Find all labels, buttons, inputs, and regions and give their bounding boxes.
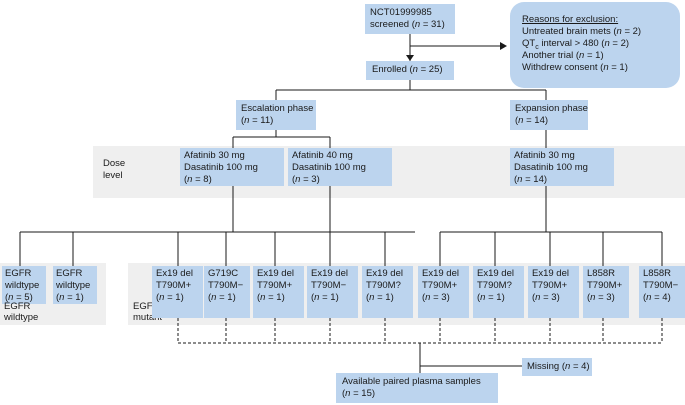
mutant-box: G719C T790M− (n = 1) xyxy=(204,266,250,318)
label-line: wildtype xyxy=(4,312,39,323)
dose-line: Afatinib 30 mg xyxy=(514,150,575,161)
exclusion-reason: Withdrew consent (n = 1) xyxy=(522,62,628,73)
available-count: (n = 15) xyxy=(342,388,376,399)
genotype-line: wildtype xyxy=(5,280,40,291)
exclusion-arrowhead xyxy=(500,42,507,50)
screened-box: NCT01999985 screened (n = 31) xyxy=(365,4,455,34)
label-line: EGFR xyxy=(133,301,160,312)
escalation-phase-box: Escalation phase (n = 11) xyxy=(236,100,316,130)
exclusion-reason: Another trial (n = 1) xyxy=(522,50,604,61)
genotype-line: Ex19 del xyxy=(477,268,514,279)
dose3-branches xyxy=(439,186,663,266)
escalation-split xyxy=(232,130,331,148)
mutant-box: Ex19 del T790M+ (n = 1) xyxy=(253,266,304,318)
genotype-line: Ex19 del xyxy=(257,268,294,279)
genotype-count: (n = 3) xyxy=(422,292,450,303)
genotype-count: (n = 3) xyxy=(532,292,560,303)
genotype-line: Ex19 del xyxy=(532,268,569,279)
genotype-count: (n = 1) xyxy=(477,292,505,303)
mutant-box: Ex19 del T790M+ (n = 1) xyxy=(152,266,203,318)
mutant-box: Ex19 del T790M− (n = 1) xyxy=(307,266,358,318)
genotype-line: T790M+ xyxy=(156,280,192,291)
label-line: Dose xyxy=(103,158,126,169)
dose-line: Afatinib 40 mg xyxy=(292,150,353,161)
genotype-count: (n = 1) xyxy=(56,292,84,303)
genotype-line: T790M− xyxy=(208,280,244,291)
enrolled-split xyxy=(275,80,547,100)
phase-title: Expansion phase xyxy=(515,103,588,114)
genotype-line: G719C xyxy=(208,268,239,279)
egfr-wildtype-box: EGFR wildtype (n = 5) xyxy=(2,266,46,304)
expansion-phase-box: Expansion phase (n = 14) xyxy=(510,100,588,130)
missing-box: Missing (n = 4) xyxy=(522,358,592,376)
dose-line: Dasatinib 100 mg xyxy=(184,162,258,173)
genotype-count: (n = 1) xyxy=(156,292,184,303)
genotype-line: wildtype xyxy=(56,280,91,291)
label-line: mutant xyxy=(133,312,163,323)
genotype-line: L858R xyxy=(587,268,615,279)
genotype-line: T790M+ xyxy=(422,280,458,291)
genotype-line: EGFR xyxy=(56,268,83,279)
phase-title: Escalation phase xyxy=(241,103,314,114)
mutant-dashed-collector xyxy=(177,318,663,344)
genotype-count: (n = 3) xyxy=(587,292,615,303)
genotype-line: T790M+ xyxy=(587,280,623,291)
dose-box-afatinib40-escalation: Afatinib 40 mg Dasatinib 100 mg (n = 3) xyxy=(288,148,392,186)
mutant-box: L858R T790M− (n = 4) xyxy=(639,266,685,318)
mutant-box: Ex19 del T790M? (n = 1) xyxy=(362,266,413,318)
genotype-count: (n = 1) xyxy=(311,292,339,303)
genotype-count: (n = 1) xyxy=(208,292,236,303)
exclusion-reason: Untreated brain mets (n = 2) xyxy=(522,26,642,37)
exclusion-reason: QTc interval > 480 (n = 2) xyxy=(522,38,630,51)
available-samples-box: Available paired plasma samples (n = 15) xyxy=(336,373,498,403)
enrolled-arrowhead xyxy=(406,55,414,61)
dose-level-label: Dose level xyxy=(103,158,125,182)
label-line: EGFR xyxy=(4,301,31,312)
phase-count: (n = 14) xyxy=(515,115,549,126)
egfr-wildtype-label: EGFR wildtype xyxy=(4,301,38,323)
genotype-count: (n = 4) xyxy=(643,292,671,303)
genotype-line: T790M+ xyxy=(532,280,568,291)
dose-count: (n = 3) xyxy=(292,174,320,185)
genotype-line: EGFR xyxy=(5,268,32,279)
genotype-line: Ex19 del xyxy=(156,268,193,279)
enrolled-box: Enrolled (n = 25) xyxy=(366,61,454,80)
dose1-branches xyxy=(19,186,415,266)
genotype-line: T790M? xyxy=(477,280,512,291)
genotype-line: Ex19 del xyxy=(311,268,348,279)
genotype-line: T790M? xyxy=(366,280,401,291)
dose-box-afatinib30-escalation: Afatinib 30 mg Dasatinib 100 mg (n = 8) xyxy=(180,148,284,186)
genotype-line: Ex19 del xyxy=(422,268,459,279)
dose-line: Dasatinib 100 mg xyxy=(514,162,588,173)
to-available xyxy=(419,343,522,373)
mutant-box: Ex19 del T790M? (n = 1) xyxy=(473,266,524,318)
mutant-box: L858R T790M+ (n = 3) xyxy=(583,266,629,318)
mutant-box: Ex19 del T790M+ (n = 3) xyxy=(528,266,579,318)
dose-line: Dasatinib 100 mg xyxy=(292,162,366,173)
screened-title: NCT01999985 xyxy=(370,7,432,18)
phase-count: (n = 11) xyxy=(241,115,274,126)
genotype-line: T790M− xyxy=(643,280,679,291)
available-title: Available paired plasma samples xyxy=(342,376,481,387)
dose-count: (n = 14) xyxy=(514,174,548,185)
genotype-line: T790M+ xyxy=(257,280,293,291)
egfr-wildtype-box: EGFR wildtype (n = 1) xyxy=(53,266,97,304)
genotype-line: T790M− xyxy=(311,280,347,291)
screened-count: screened (n = 31) xyxy=(370,19,445,30)
genotype-line: Ex19 del xyxy=(366,268,403,279)
exclusion-box: Reasons for exclusion: Untreated brain m… xyxy=(510,2,680,88)
mutant-box: Ex19 del T790M+ (n = 3) xyxy=(418,266,469,318)
exclusion-title: Reasons for exclusion: xyxy=(522,14,619,25)
dose-count: (n = 8) xyxy=(184,174,212,185)
dose-line: Afatinib 30 mg xyxy=(184,150,245,161)
genotype-count: (n = 5) xyxy=(5,292,33,303)
dose-box-afatinib30-expansion: Afatinib 30 mg Dasatinib 100 mg (n = 14) xyxy=(510,148,614,186)
label-line: level xyxy=(103,170,123,181)
genotype-count: (n = 1) xyxy=(366,292,394,303)
genotype-line: L858R xyxy=(643,268,671,279)
egfr-mutant-label: EGFR mutant xyxy=(133,301,162,323)
genotype-count: (n = 1) xyxy=(257,292,285,303)
